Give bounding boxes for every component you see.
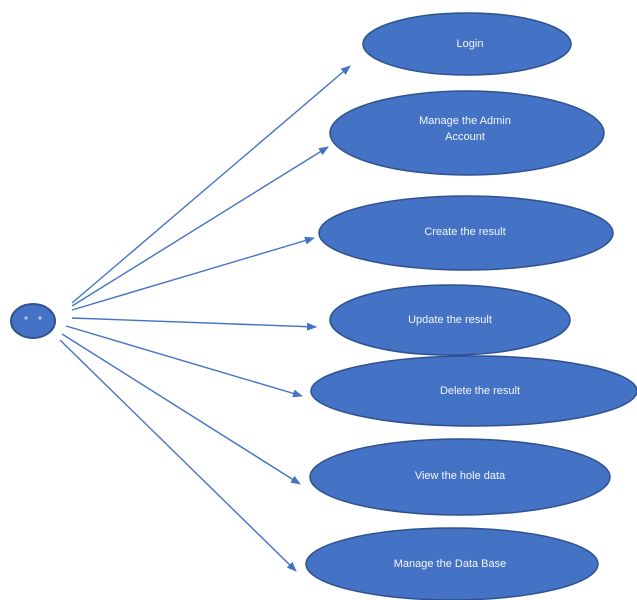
arrow-to-db bbox=[59, 339, 297, 572]
arrow-to-delete bbox=[65, 325, 303, 398]
uc-update-ellipse bbox=[329, 284, 571, 356]
uc-login-ellipse bbox=[362, 12, 572, 76]
arrow-to-view bbox=[61, 333, 301, 485]
arrow-to-admin bbox=[71, 146, 329, 307]
arrow-to-create bbox=[71, 236, 315, 311]
associations bbox=[59, 65, 351, 572]
actor-icon bbox=[10, 303, 56, 339]
use-cases bbox=[305, 12, 637, 600]
arrow-to-update bbox=[71, 317, 317, 331]
uc-view-ellipse bbox=[309, 438, 611, 516]
arrow-to-login bbox=[71, 65, 351, 304]
uc-delete-ellipse bbox=[310, 355, 637, 427]
uc-admin-ellipse bbox=[329, 90, 605, 176]
uc-create-ellipse bbox=[318, 195, 614, 271]
uc-db-ellipse bbox=[305, 527, 599, 600]
